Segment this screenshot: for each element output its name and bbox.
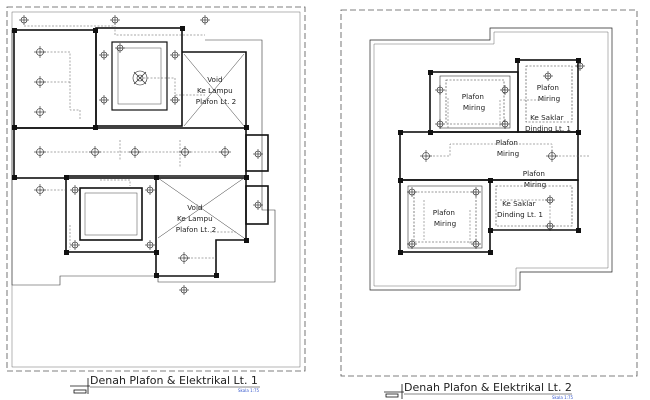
columns-sheet-1	[12, 26, 249, 278]
title-marker-2	[384, 384, 404, 399]
courtyard-top	[111, 41, 168, 111]
lamps-sheet-1	[19, 15, 263, 295]
courtyard-bottom	[79, 187, 143, 241]
title-marker-1	[70, 378, 90, 394]
sheet-1-border	[6, 6, 306, 372]
sheet-1-title: Denah Plafon & Elektrikal Lt. 1	[90, 374, 258, 387]
walls-sheet-1	[13, 27, 269, 277]
roof-outline-2	[369, 27, 613, 291]
label-plafon-miring-right: Plafon Miring	[523, 169, 548, 189]
sheet-2-scale: Skala 1:75	[552, 395, 574, 400]
sheet-2: Plafon Miring Plafon Miring Ke Saklar Di…	[340, 9, 638, 400]
label-saklar-top: Ke Saklar Dinding Lt. 1	[525, 113, 571, 133]
label-plafon-miring-top-left: Plafon Miring	[462, 92, 487, 112]
site-outline-1	[11, 30, 276, 286]
void-cross-top	[183, 53, 245, 127]
ceiling-fan-icon	[132, 70, 148, 86]
sheet-1: Void Ke Lampu Plafon Lt. 2 Void Ke Lampu…	[6, 6, 306, 394]
label-plafon-miring-bottom-left: Plafon Miring	[433, 208, 458, 228]
void-cross-bottom	[157, 177, 245, 239]
label-plafon-miring-top-right: Plafon Miring	[537, 83, 562, 103]
columns-sheet-2	[398, 58, 581, 255]
sheet-2-title: Denah Plafon & Elektrikal Lt. 2	[404, 381, 572, 394]
label-saklar-bottom: Ke Saklar Dinding Lt. 1	[497, 199, 543, 219]
miring-boxes	[407, 65, 573, 249]
wiring-sheet-1	[24, 25, 236, 259]
void-label-bottom: Void Ke Lampu Plafon Lt. 2	[176, 203, 216, 234]
void-label-top: Void Ke Lampu Plafon Lt. 2	[196, 75, 236, 106]
lamps-sheet-2	[407, 61, 585, 249]
sheet-1-scale: Skala 1:75	[238, 388, 260, 393]
label-plafon-miring-center: Plafon Miring	[496, 138, 521, 158]
sheet-2-border	[340, 9, 638, 377]
